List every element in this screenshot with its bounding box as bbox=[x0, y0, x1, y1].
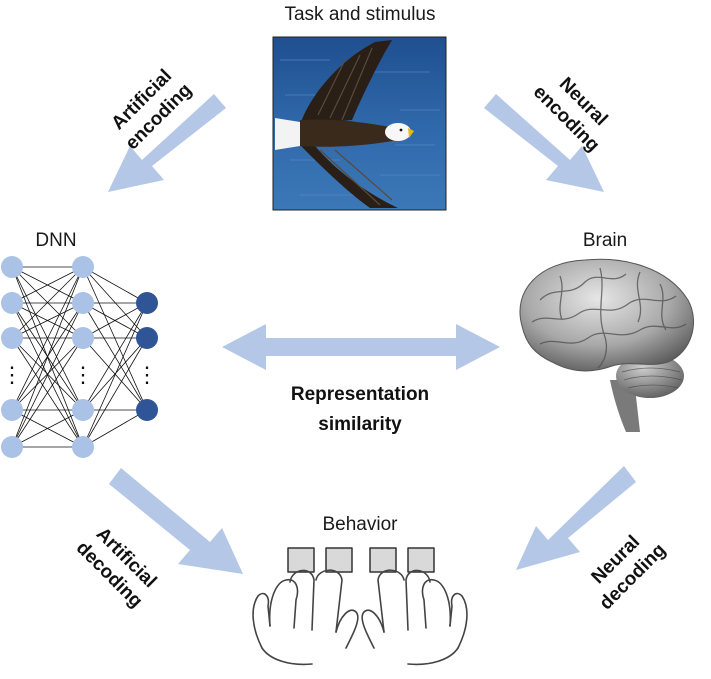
dnn-connection bbox=[11, 302, 84, 339]
dnn-neuron bbox=[72, 399, 94, 421]
dnn-neuron bbox=[72, 256, 94, 278]
key-3 bbox=[369, 547, 397, 573]
dnn-connection bbox=[82, 302, 148, 411]
dnn-ellipsis: ⋮ bbox=[136, 362, 158, 387]
dnn-connection bbox=[11, 409, 84, 448]
neural-encoding-arrow bbox=[484, 94, 604, 192]
dnn-neuron bbox=[136, 292, 158, 314]
dnn-connection bbox=[82, 302, 148, 448]
svg-text:Representation: Representation bbox=[291, 384, 429, 405]
key-1 bbox=[287, 547, 315, 573]
arrows-layer bbox=[108, 94, 636, 574]
hands-keys-image bbox=[252, 547, 468, 666]
dnn-network: ⋮ ⋮ ⋮ bbox=[1, 256, 158, 458]
brain-image bbox=[519, 258, 695, 432]
dnn-neuron bbox=[72, 292, 94, 314]
dnn-neuron bbox=[72, 436, 94, 458]
dnn-connection bbox=[11, 337, 84, 411]
dnn-neuron bbox=[1, 292, 23, 314]
behavior-label: Behavior bbox=[323, 514, 399, 535]
representation-similarity-label: Representation similarity bbox=[291, 384, 429, 435]
dnn-connection bbox=[82, 302, 148, 339]
dnn-ellipsis: ⋮ bbox=[1, 362, 23, 387]
artificial-decoding-label: Artificial decoding bbox=[72, 524, 161, 613]
dnn-ellipsis: ⋮ bbox=[72, 362, 94, 387]
key-4 bbox=[407, 547, 435, 573]
key-2 bbox=[325, 547, 353, 573]
dnn-connection bbox=[11, 266, 84, 304]
dnn-neuron bbox=[1, 327, 23, 349]
dnn-neuron bbox=[72, 327, 94, 349]
dnn-connection bbox=[11, 337, 84, 448]
dnn-neuron bbox=[1, 436, 23, 458]
svg-text:similarity: similarity bbox=[318, 414, 402, 435]
representation-similarity-arrow bbox=[222, 324, 500, 370]
dnn-connection bbox=[11, 302, 84, 448]
dnn-connection bbox=[82, 337, 148, 448]
dnn-connection bbox=[82, 266, 148, 411]
artificial-decoding-arrow bbox=[109, 468, 243, 574]
dnn-label: DNN bbox=[35, 230, 76, 251]
dnn-connection bbox=[82, 266, 148, 304]
dnn-connection bbox=[82, 409, 148, 448]
dnn-connection bbox=[11, 266, 84, 448]
dnn-neuron bbox=[1, 399, 23, 421]
stimulus-label: Task and stimulus bbox=[284, 4, 435, 25]
dnn-connection bbox=[82, 337, 148, 411]
neural-decoding-label: Neural decoding bbox=[588, 532, 671, 615]
dnn-neuron bbox=[136, 327, 158, 349]
dnn-connections bbox=[11, 266, 148, 448]
neural-decoding-arrow bbox=[516, 466, 636, 570]
dnn-neuron bbox=[136, 399, 158, 421]
dnn-connection bbox=[11, 266, 84, 339]
dnn-connection bbox=[11, 266, 84, 411]
brain-label: Brain bbox=[583, 230, 627, 251]
eagle-photo bbox=[272, 36, 447, 211]
dnn-neuron bbox=[1, 256, 23, 278]
artificial-encoding-arrow bbox=[108, 94, 226, 192]
